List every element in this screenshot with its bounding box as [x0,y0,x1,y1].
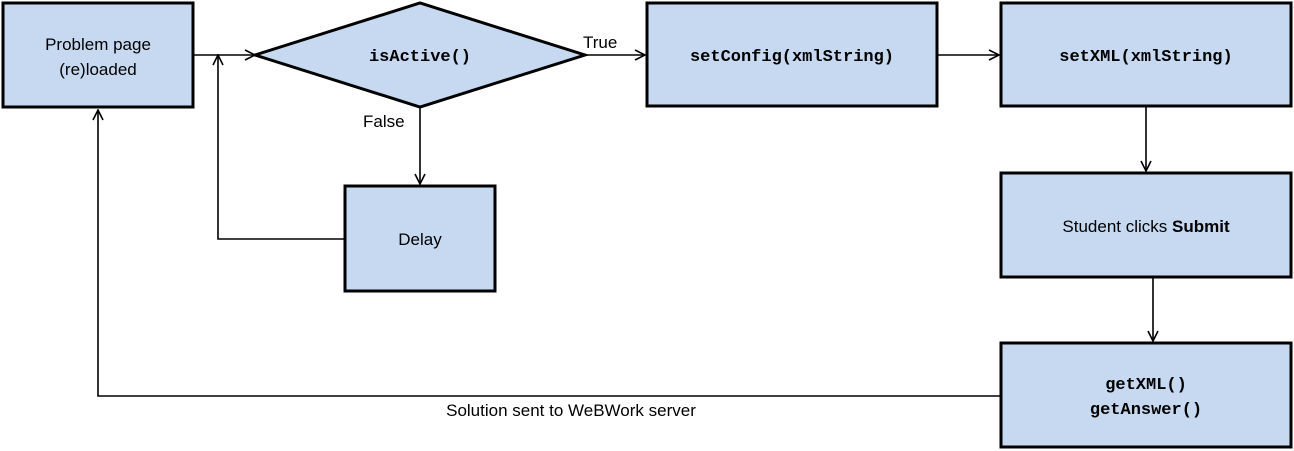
node-setxml-box [999,1,1293,108]
node-problem-page-box [1,1,195,109]
edge-delay-loop-back [218,55,344,240]
node-student-submit-emphasis: Submit [1172,217,1230,236]
node-problem-page-line2: (re)loaded [59,60,137,79]
node-getxml-box [999,341,1293,449]
edge-label-solution: Solution sent to WeBWork server [446,401,696,420]
edge-labels: True False Solution sent to WeBWork serv… [363,33,696,420]
edges [98,55,1153,397]
node-student-submit: Student clicks Submit [999,171,1293,279]
node-isactive-decision: isActive() [250,1,590,109]
edge-label-false: False [363,112,405,131]
node-getxml-line2: getAnswer() [1090,401,1202,420]
node-setxml: setXML(xmlString) [999,1,1293,108]
node-setxml-label: setXML(xmlString) [1059,48,1232,67]
node-problem-page-line1: Problem page [45,35,151,54]
node-student-submit-box [999,171,1293,279]
node-setconfig-label: setConfig(xmlString) [690,48,894,67]
edge-label-true: True [583,33,617,52]
edge-getxml-to-problem [98,110,1000,397]
node-isactive-label: isActive() [369,48,471,67]
node-isactive-diamond [250,1,590,109]
node-student-submit-prefix: Student clicks [1062,217,1172,236]
node-problem-page: Problem page (re)loaded [1,1,195,109]
node-delay-box [343,184,497,293]
node-getxml: getXML() getAnswer() [999,341,1293,449]
node-student-submit-label: Student clicks Submit [1062,217,1230,236]
node-delay-label: Delay [398,230,442,249]
node-delay: Delay [343,184,497,293]
node-setconfig: setConfig(xmlString) [645,1,939,108]
node-getxml-line1: getXML() [1105,376,1187,395]
node-setconfig-box [645,1,939,108]
